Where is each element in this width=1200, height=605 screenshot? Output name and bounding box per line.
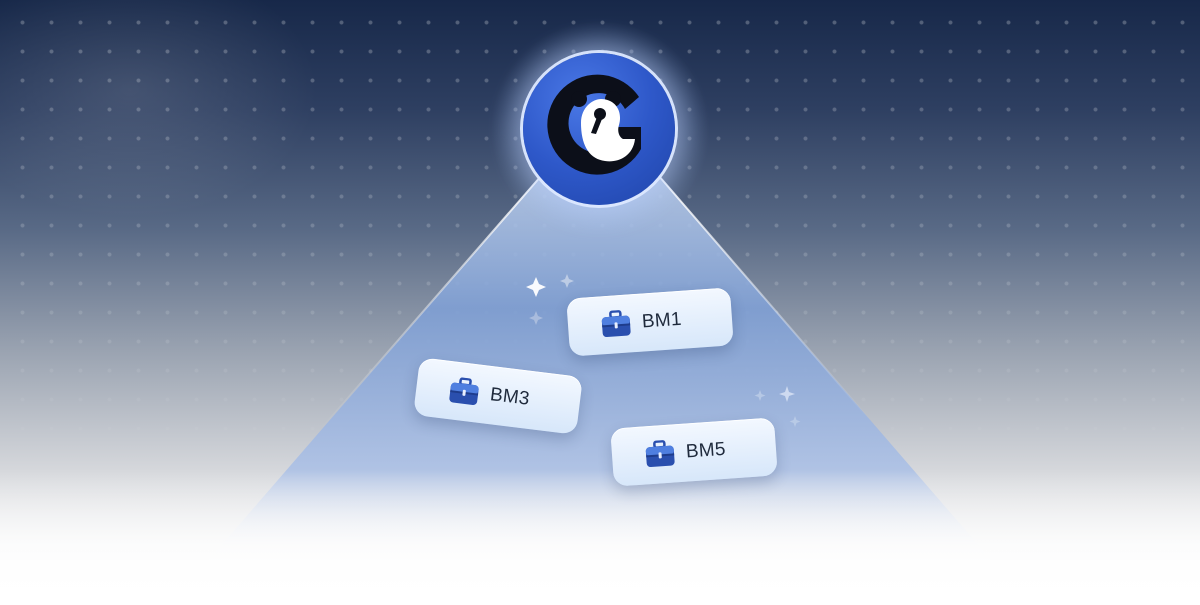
- sparkle-icon: [789, 416, 801, 427]
- sparkle-icon: [526, 277, 546, 297]
- chip-bm5[interactable]: BM5: [610, 417, 778, 487]
- chip-label: BM5: [685, 438, 727, 463]
- background-haze: [0, 0, 320, 220]
- sparkle-icon: [529, 311, 543, 325]
- chip-bm3[interactable]: BM3: [413, 357, 583, 435]
- light-beam: [200, 168, 1000, 570]
- bottom-fade: [0, 470, 1200, 605]
- beam-edge-left: [319, 167, 549, 431]
- briefcase-icon: [449, 377, 479, 406]
- beam-edge-right: [651, 167, 871, 421]
- chip-label: BM1: [641, 308, 683, 333]
- sparkle-icon: [754, 390, 766, 401]
- chip-label: BM3: [488, 384, 531, 410]
- chip-bm1[interactable]: BM1: [566, 287, 734, 357]
- sparkle-icon: [779, 386, 795, 402]
- g-bear-logo-icon: [523, 53, 675, 205]
- briefcase-icon: [601, 309, 631, 338]
- sparkle-icon: [560, 274, 574, 288]
- briefcase-icon: [645, 439, 675, 468]
